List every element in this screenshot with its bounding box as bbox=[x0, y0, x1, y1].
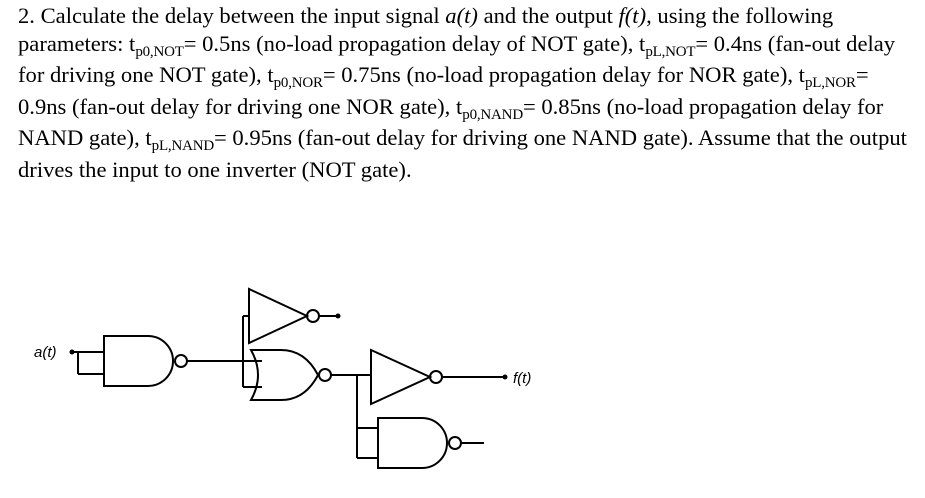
input-label: a(t) bbox=[34, 344, 57, 361]
output-signal-name: f(t) bbox=[618, 3, 647, 28]
problem-text: 2. Calculate the delay between the input… bbox=[18, 2, 913, 184]
problem-and-output: and the output bbox=[483, 3, 613, 28]
problem-number: 2. bbox=[18, 3, 35, 28]
param-t-p0-not-desc: (no-load propagation delay of NOT gate), bbox=[256, 30, 634, 56]
param-t-p0-nor: tp0,NOR bbox=[267, 62, 323, 92]
param-t-p0-nand: tp0,NAND bbox=[455, 93, 523, 123]
param-t-pl-nor-value: = 0.9ns bbox=[18, 62, 869, 119]
param-t-pl-nand-value: = 0.95ns bbox=[214, 125, 293, 151]
output-terminal-dot bbox=[502, 374, 508, 380]
problem-assumption: Assume that the output drives the input … bbox=[18, 125, 907, 182]
param-t-p0-nor-value: = 0.75ns bbox=[322, 62, 401, 88]
param-t-pl-nand: tpL,NAND bbox=[145, 125, 214, 155]
param-t-p0-not-value: = 0.5ns bbox=[183, 30, 251, 56]
param-t-pl-nor-desc: (fan-out delay for driving one NOR gate)… bbox=[72, 93, 451, 119]
nand-gate-2-bubble bbox=[448, 436, 462, 450]
nand-gate-1 bbox=[103, 335, 174, 387]
param-t-pl-nand-desc: (fan-out delay for driving one NAND gate… bbox=[297, 125, 694, 151]
param-t-p0-nor-desc: (no-load propagation delay for NOR gate)… bbox=[406, 62, 793, 88]
problem-using-params: , using the following parameters: bbox=[18, 3, 834, 56]
not-gate-output bbox=[370, 348, 433, 406]
param-t-pl-not-value: = 0.4ns bbox=[695, 30, 763, 56]
param-t-pl-not-desc: (fan-out delay for driving one NOT gate)… bbox=[18, 30, 896, 88]
output-label: f(t) bbox=[513, 370, 531, 387]
param-t-p0-not: tp0,NOT bbox=[129, 30, 184, 60]
param-t-p0-nand-value: = 0.85ns bbox=[522, 93, 601, 119]
nand-gate-1-bubble bbox=[174, 354, 188, 368]
param-t-pl-nor: tpL,NOR bbox=[798, 62, 856, 92]
param-t-pl-not: tpL,NOT bbox=[639, 30, 696, 60]
input-terminal-dot bbox=[69, 349, 75, 355]
nand-gate-2 bbox=[377, 417, 448, 469]
problem-lead: Calculate the delay between the input si… bbox=[40, 3, 440, 28]
nor-gate bbox=[249, 349, 320, 401]
nor-gate-bubble bbox=[318, 368, 332, 382]
not-top-terminal-dot bbox=[335, 313, 341, 319]
input-signal-name: a(t) bbox=[445, 3, 478, 28]
not-gate-top bbox=[248, 287, 310, 345]
param-t-p0-nand-desc: (no-load propagation delay for NAND gate… bbox=[18, 93, 884, 151]
